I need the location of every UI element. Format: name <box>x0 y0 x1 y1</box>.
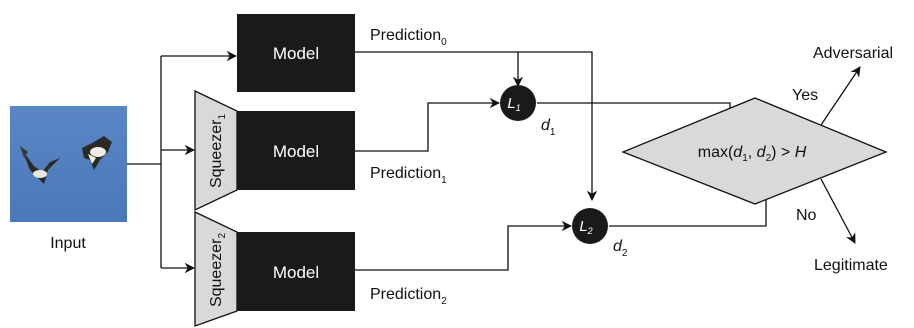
input-image <box>10 106 127 222</box>
svg-text:Squeezer2: Squeezer2 <box>208 233 228 308</box>
d2-label: d2 <box>613 238 628 259</box>
model-0: Model <box>237 14 355 92</box>
squeezer-1: Squeezer1 <box>194 89 238 212</box>
model-1-label: Model <box>273 142 319 161</box>
model-1: Model <box>237 111 355 190</box>
bird-left-icon <box>20 146 60 184</box>
model-0-label: Model <box>273 44 319 63</box>
l1-sub: 1 <box>516 103 521 113</box>
squeezer-2-label: Squeezer <box>208 238 225 307</box>
prediction-0-label: Prediction0 <box>370 27 447 48</box>
loss-l2: L2 <box>572 208 608 244</box>
yes-label: Yes <box>792 87 818 104</box>
model-2: Model <box>237 232 355 311</box>
model-2-label: Model <box>273 263 319 282</box>
prediction-1-label: Prediction1 <box>370 165 447 186</box>
loss-l1: L1 <box>500 85 536 121</box>
adversarial-label: Adversarial <box>813 45 893 62</box>
input-connectors <box>127 50 238 274</box>
decision-diamond: max(d1, d2) > H <box>621 97 888 205</box>
l1-label: L <box>507 95 515 112</box>
input-label: Input <box>50 235 86 252</box>
no-label: No <box>796 207 817 224</box>
squeezer-2-sub: 2 <box>217 233 228 239</box>
squeezer-1-sub: 1 <box>217 114 228 120</box>
bird-right-icon <box>82 136 112 170</box>
legitimate-label: Legitimate <box>814 257 888 274</box>
decision-condition: max(d1, d2) > H <box>698 144 807 164</box>
outcome-arrows <box>820 66 861 244</box>
svg-text:Squeezer1: Squeezer1 <box>208 114 228 189</box>
svg-text:L2: L2 <box>579 218 592 236</box>
svg-text:L1: L1 <box>507 95 520 113</box>
prediction-2-label: Prediction2 <box>370 286 447 307</box>
d1-label: d1 <box>541 117 556 138</box>
squeezer-1-label: Squeezer <box>208 119 225 188</box>
squeezer-2: Squeezer2 <box>194 210 238 327</box>
l2-sub: 2 <box>587 226 593 236</box>
l2-label: L <box>579 218 587 235</box>
